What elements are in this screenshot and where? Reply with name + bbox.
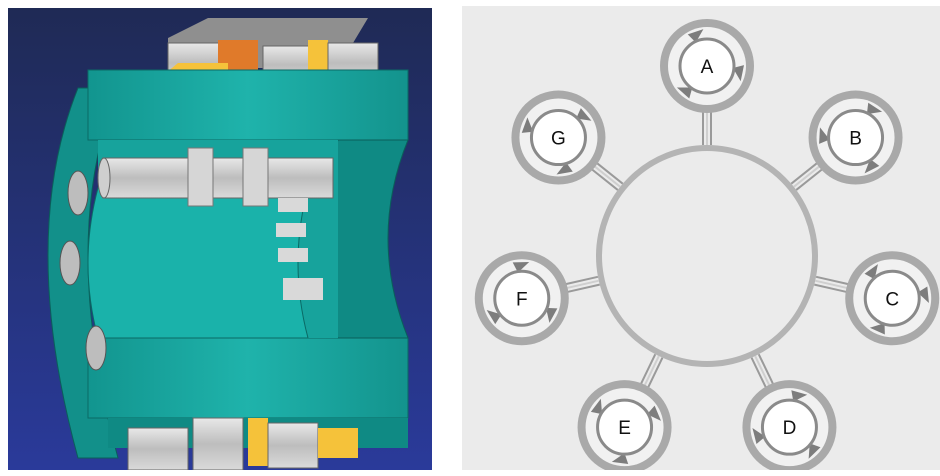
connector-pipe xyxy=(814,283,847,293)
connector-pipe xyxy=(643,355,660,387)
connector-pipe xyxy=(754,355,771,387)
flange-holes xyxy=(59,170,107,371)
chamber-vane xyxy=(576,108,592,121)
chamber-vane xyxy=(866,102,883,115)
chamber-label: A xyxy=(701,57,714,78)
chamber-g: G xyxy=(511,90,624,191)
chamber-vane xyxy=(917,286,929,303)
chamber-ring-diagram: A B C D E F G xyxy=(462,6,940,470)
chamber-disc xyxy=(863,269,921,327)
chamber-disc xyxy=(529,109,587,167)
chamber-vane xyxy=(611,453,629,465)
side-slots xyxy=(276,198,323,300)
connector-pipe xyxy=(565,275,599,286)
central-ring xyxy=(596,145,818,367)
chamber-label: E xyxy=(618,418,631,439)
housing-body xyxy=(47,69,409,459)
chamber-label: F xyxy=(516,289,528,310)
chamber-b: B xyxy=(790,90,903,191)
central-shaft xyxy=(97,147,334,207)
chamber-vane xyxy=(556,162,573,175)
connector-pipe xyxy=(591,168,619,191)
chamber-label: B xyxy=(849,129,862,150)
chamber-c: C xyxy=(814,251,940,346)
connector-pipe xyxy=(640,353,657,385)
chamber-label: D xyxy=(783,418,797,439)
chamber-disc xyxy=(678,37,736,95)
chamber-vane xyxy=(791,390,808,402)
chamber-label: G xyxy=(551,129,566,150)
connector-pipe xyxy=(790,162,818,185)
connector-pipe xyxy=(596,162,624,185)
chamber-f: F xyxy=(474,251,600,346)
connector-pipe xyxy=(815,275,849,286)
chamber-vane xyxy=(864,159,880,174)
chamber-vane xyxy=(869,323,885,335)
chamber-vane xyxy=(521,117,534,133)
chamber-vane xyxy=(687,29,704,43)
connector-pipe xyxy=(795,168,823,191)
connector-pipe xyxy=(647,357,664,388)
chamber-a: A xyxy=(660,19,754,145)
chamber-d: D xyxy=(742,353,837,470)
cutaway-model-panel xyxy=(8,8,432,470)
chamber-vane xyxy=(512,262,530,273)
chamber-disc xyxy=(493,269,551,327)
chamber-disc xyxy=(827,109,885,167)
connector-pipe xyxy=(750,357,767,388)
connector-pipe xyxy=(814,279,848,290)
connector-pipe xyxy=(593,165,621,188)
connector-pipe xyxy=(566,279,600,290)
chamber-vane xyxy=(819,127,830,144)
connector-pipe xyxy=(567,283,600,293)
chamber-disc xyxy=(760,398,818,456)
chamber-vane xyxy=(732,65,744,82)
chamber-vane xyxy=(808,443,821,459)
chamber-vane xyxy=(647,405,662,421)
chamber-ring-panel: A B C D E F G xyxy=(462,6,940,470)
chamber-e: E xyxy=(577,353,672,470)
chamber-vane xyxy=(752,428,766,445)
chamber-disc xyxy=(596,398,654,456)
cutaway-model-image xyxy=(8,8,432,470)
chamber-vane xyxy=(676,87,693,99)
connector-pipe xyxy=(757,353,774,385)
connector-pipe xyxy=(793,165,821,188)
chamber-vane xyxy=(545,307,558,323)
chamber-vane xyxy=(590,398,603,415)
bottom-port-assembly xyxy=(108,417,408,470)
chamber-label: C xyxy=(885,289,899,310)
chamber-vane xyxy=(864,264,878,280)
